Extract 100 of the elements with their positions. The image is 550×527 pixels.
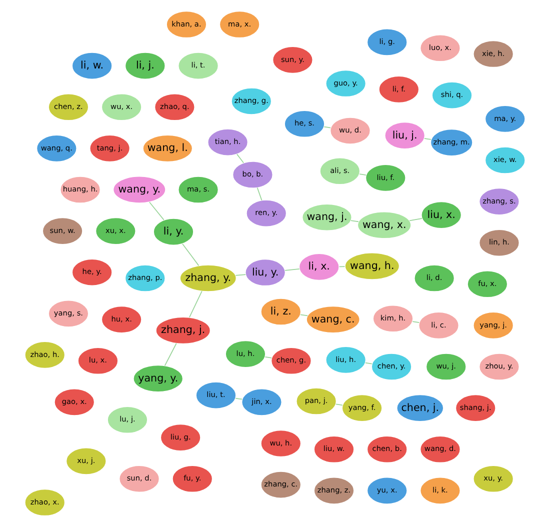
node-ellipse: ma, y. (484, 105, 526, 133)
node-ellipse: liu, t. (196, 382, 236, 409)
connector (235, 274, 246, 276)
node-ellipse: yang, y. (133, 364, 184, 392)
node-ellipse: wang, q. (36, 134, 77, 162)
node-ellipse: chen, j. (396, 394, 444, 422)
node-ellipse: lin, h. (478, 229, 520, 256)
node-ellipse: zhao, q. (154, 93, 195, 121)
node-ellipse: zhang, m. (430, 128, 473, 156)
node-ellipse: he, y. (72, 258, 112, 286)
node-ellipse: zhang, p. (124, 264, 166, 292)
node-ellipse: ma, x. (219, 10, 260, 38)
node-ellipse: li, g. (366, 28, 408, 56)
node-ellipse: fu, x. (467, 270, 508, 298)
node-ellipse: khan, a. (166, 10, 207, 38)
node-ellipse: liu, x. (421, 201, 462, 229)
connector (409, 218, 422, 222)
node-ellipse: li, t. (178, 52, 219, 80)
node-ellipse: lu, x. (78, 347, 118, 374)
connector (164, 342, 177, 366)
node-ellipse: sun, y. (272, 46, 313, 74)
node-ellipse: wu, j. (426, 353, 466, 380)
node-ellipse: he, s. (284, 110, 325, 138)
node-ellipse: fu, y. (172, 465, 213, 493)
node-ellipse: sun, w. (42, 217, 83, 245)
node-ellipse: guo, y. (326, 70, 366, 98)
node-ellipse: ali, s. (320, 157, 360, 185)
connector (149, 202, 164, 220)
connector (256, 187, 262, 201)
node-ellipse: zhou, y. (478, 353, 520, 380)
node-ellipse: li, w. (72, 52, 112, 80)
node-ellipse: li, f. (378, 76, 420, 104)
node-ellipse: xu, j. (66, 448, 106, 475)
node-ellipse: yang, j. (473, 312, 514, 340)
node-ellipse: chen, z. (48, 93, 89, 121)
node-ellipse: shi, q. (432, 82, 472, 109)
node-ellipse: jin, x. (241, 388, 282, 416)
node-ellipse: chen, g. (270, 347, 312, 374)
node-ellipse: zhang, j. (156, 316, 211, 344)
node-ellipse: tian, h. (208, 128, 248, 156)
node-ellipse: li, z. (260, 298, 302, 326)
node-ellipse: wang, j. (302, 204, 352, 231)
node-ellipse: tang, j. (90, 134, 130, 162)
node-ellipse: zhang, y. (180, 264, 237, 292)
connector (412, 321, 420, 323)
connector (284, 268, 300, 271)
node-ellipse: yang, f. (342, 394, 382, 422)
node-ellipse: zhao, x. (24, 488, 66, 516)
node-ellipse: xie, w. (484, 146, 526, 174)
connector (235, 398, 242, 400)
node-ellipse: xie, h. (473, 40, 514, 68)
node-ellipse: li, k. (420, 477, 460, 504)
node-ellipse: yu, x. (366, 477, 408, 504)
node-ellipse: sun, d. (119, 465, 160, 493)
node-ellipse: xu, y. (473, 465, 514, 493)
connector (338, 266, 346, 268)
connector (350, 220, 359, 222)
node-ellipse: lu, h. (225, 340, 266, 368)
node-ellipse: zhang, z. (314, 477, 354, 504)
node-ellipse: wang, l. (142, 134, 193, 162)
node-ellipse: liu, h. (326, 346, 366, 374)
node-ellipse: lu, j. (107, 406, 148, 434)
connector (359, 174, 366, 176)
node-ellipse: li, c. (418, 312, 460, 340)
node-ellipse: shang, j. (455, 394, 496, 422)
node-ellipse: liu, y. (245, 258, 286, 286)
node-ellipse: liu, j. (384, 122, 426, 150)
connector (300, 314, 308, 316)
node-ellipse: liu, w. (314, 436, 354, 464)
node-ellipse: pan, j. (296, 388, 337, 415)
node-ellipse: wang, c. (306, 306, 360, 334)
connector (188, 290, 202, 318)
node-ellipse: wang, h. (344, 252, 400, 280)
connector (324, 126, 332, 128)
node-ellipse: hu, x. (101, 306, 142, 334)
node-ellipse: xu, x. (95, 217, 136, 245)
connector (336, 404, 343, 406)
node-ellipse: li, d. (414, 264, 455, 292)
node-ellipse: gao, x. (54, 388, 95, 416)
node-ellipse: liu, f. (365, 164, 406, 192)
node-ellipse: zhao, h. (24, 341, 66, 369)
node-ellipse: wang, y. (112, 176, 166, 204)
node-ellipse: li, j. (124, 52, 166, 80)
connector (365, 362, 372, 364)
node-ellipse: chen, y. (371, 353, 412, 380)
node-ellipse: wang, x. (357, 212, 412, 239)
node-ellipse: huang, h. (60, 176, 101, 204)
node-ellipse: yang, s. (48, 300, 89, 328)
node-ellipse: chen, b. (366, 436, 408, 464)
node-ellipse: ren, y. (246, 200, 287, 227)
node-ellipse: wu, d. (330, 117, 371, 144)
connector (182, 243, 200, 266)
connector (424, 138, 432, 140)
node-ellipse: li, x. (298, 253, 340, 281)
connector (236, 154, 244, 164)
node-ellipse: wu, h. (260, 430, 302, 458)
connector (264, 356, 272, 358)
node-ellipse: luo, x. (420, 34, 460, 62)
node-ellipse: kim, h. (372, 304, 414, 332)
node-ellipse: ma, s. (178, 176, 219, 204)
